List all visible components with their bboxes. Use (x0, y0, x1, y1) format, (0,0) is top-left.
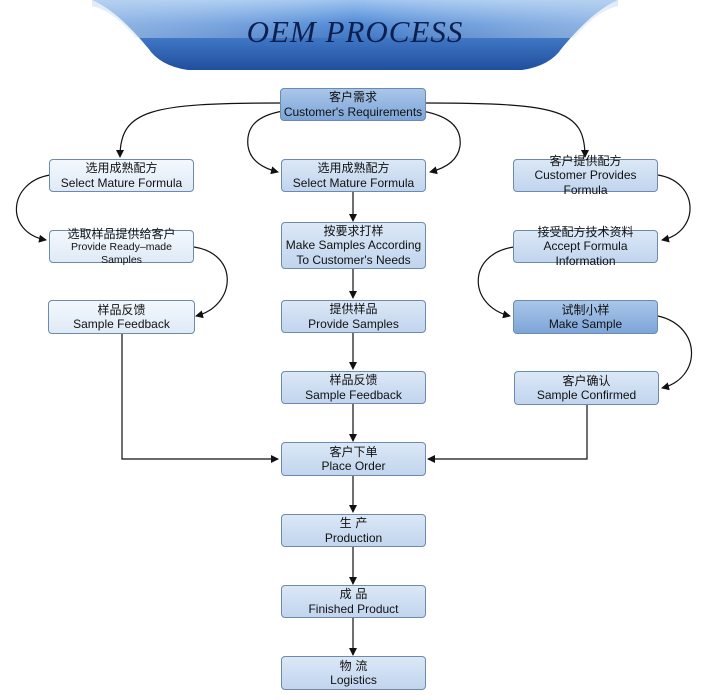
step-customer-requirements: 客户需求 Customer's Requirements (280, 88, 426, 121)
step-label-en: Provide Samples (308, 316, 399, 331)
step-mid-select-mature-formula: 选用成熟配方 Select Mature Formula (281, 159, 426, 192)
step-label-en: Customer's Requirements (283, 104, 423, 119)
connector-left-2 (193, 246, 228, 319)
connector-req-right (424, 102, 589, 158)
step-label-zh: 样品反馈 (97, 302, 146, 317)
step-label-zh: 提供样品 (329, 302, 378, 317)
step-label-en: Sample Feedback (305, 387, 402, 402)
banner-title: OEM PROCESS (246, 14, 464, 49)
step-label-zh: 接受配方技术资料 (537, 225, 634, 240)
step-label-en: Sample Confirmed (536, 388, 637, 402)
step-left-sample-feedback: 样品反馈 Sample Feedback (48, 300, 195, 334)
step-label-en-line2: To Customer's Needs (296, 252, 411, 267)
step-place-order: 客户下单 Place Order (281, 442, 426, 476)
connector-right-4 (427, 405, 588, 463)
step-label-zh: 生 产 (339, 516, 368, 531)
step-label-zh: 客户需求 (328, 90, 377, 105)
step-label-en: Select Mature Formula (60, 175, 183, 190)
step-label-zh: 试制小样 (561, 302, 610, 317)
step-label-en: Customer Provides Formula (534, 168, 637, 197)
step-label-en: Sample Feedback (73, 317, 170, 331)
connector-req-mid-left (247, 110, 284, 175)
step-label-en: Production (324, 530, 383, 545)
step-label-en: Place Order (321, 459, 386, 473)
step-label-en: Select Mature Formula (292, 175, 415, 190)
step-accept-formula-information: 接受配方技术资料 Accept Formula Information (513, 225, 658, 268)
step-label-en: Accept Formula Information (543, 239, 628, 268)
connector-req-left (116, 102, 281, 158)
step-provide-samples: 提供样品 Provide Samples (281, 300, 426, 333)
step-label-en: Make Sample (548, 317, 623, 331)
connector-left-3 (121, 334, 279, 463)
step-label-zh: 样品反馈 (329, 373, 378, 388)
banner-shape (92, 0, 618, 70)
step-provide-ready-made-samples: 选取样品提供给客户 Provide Ready–made Samples (49, 227, 194, 266)
step-label-en: Finished Product (308, 601, 399, 616)
step-production: 生 产 Production (281, 514, 426, 547)
step-label-zh: 客户确认 (562, 373, 611, 388)
step-label-zh: 选取样品提供给客户 (67, 227, 176, 242)
step-label-en: Provide Ready–made Samples (71, 241, 172, 266)
step-make-samples-according: 按要求打样 Make Samples According To Customer… (281, 222, 426, 269)
step-make-sample: 试制小样 Make Sample (513, 300, 658, 334)
step-finished-product: 成 品 Finished Product (281, 585, 426, 618)
step-mid-sample-feedback: 样品反馈 Sample Feedback (281, 371, 426, 404)
step-label-zh: 选用成熟配方 (85, 161, 158, 176)
step-logistics: 物 流 Logistics (281, 656, 426, 690)
step-label-en: Logistics (330, 673, 377, 687)
step-left-select-mature-formula: 选用成熟配方 Select Mature Formula (49, 159, 194, 192)
step-label-zh: 按要求打样 (323, 224, 384, 239)
connector-req-mid-right (421, 110, 461, 175)
step-label-zh: 客户提供配方 (549, 154, 622, 169)
step-label-zh: 选用成熟配方 (317, 161, 390, 176)
connector-left-1 (15, 174, 51, 243)
title-banner: OEM PROCESS (92, 0, 618, 72)
connector-right-2 (477, 246, 515, 319)
step-customer-provides-formula: 客户提供配方 Customer Provides Formula (513, 154, 658, 197)
connector-right-1 (657, 174, 691, 243)
step-label-zh: 客户下单 (329, 444, 378, 459)
step-label-zh: 成 品 (339, 587, 368, 602)
step-label-zh: 物 流 (339, 658, 368, 673)
step-label-en-line1: Make Samples According (285, 238, 422, 253)
connector-right-3 (657, 315, 693, 391)
step-sample-confirmed: 客户确认 Sample Confirmed (514, 371, 659, 405)
